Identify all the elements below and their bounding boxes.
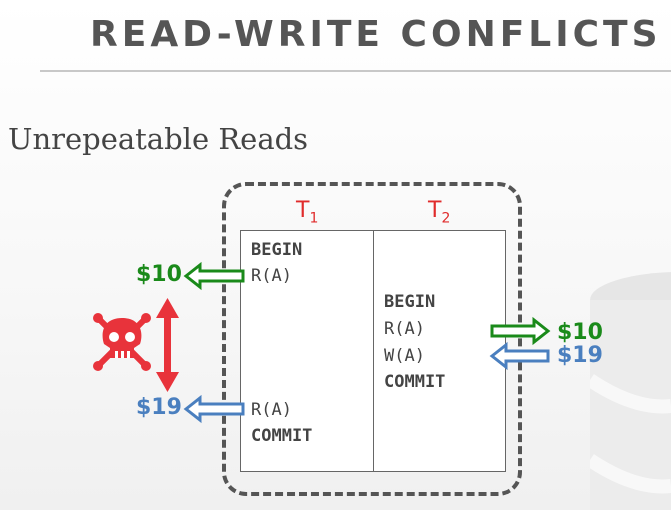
t2-read-arrow	[490, 316, 551, 346]
t2-header: T2	[428, 198, 451, 227]
t2-read: R(A)	[384, 319, 425, 339]
t1-commit: COMMIT	[251, 426, 313, 446]
t2-write: W(A)	[384, 346, 425, 366]
t2-read-value: $10	[557, 320, 603, 345]
t1-read-arrow-2	[183, 394, 245, 424]
double-headed-arrow-icon	[156, 298, 179, 392]
database-icon	[590, 272, 671, 510]
t2-write-arrow	[489, 341, 550, 371]
slide-title: READ-WRITE CONFLICTS	[90, 14, 662, 55]
t2-commit: COMMIT	[384, 372, 446, 392]
t2-write-value: $19	[557, 343, 603, 368]
t1-begin: BEGIN	[251, 240, 303, 260]
skull-crossbones-icon	[93, 313, 151, 371]
schedule-border	[222, 182, 522, 496]
slide-subtitle: Unrepeatable Reads	[8, 122, 309, 156]
title-divider	[40, 70, 671, 72]
column-divider	[373, 230, 374, 472]
t1-read-arrow-1	[183, 261, 245, 291]
t1-read-2: R(A)	[251, 400, 292, 420]
t1-read-value-1: $10	[136, 262, 182, 287]
t1-read-1: R(A)	[251, 266, 292, 286]
t1-header: T1	[296, 198, 319, 227]
t1-read-value-2: $19	[136, 395, 182, 420]
t2-begin: BEGIN	[384, 292, 436, 312]
